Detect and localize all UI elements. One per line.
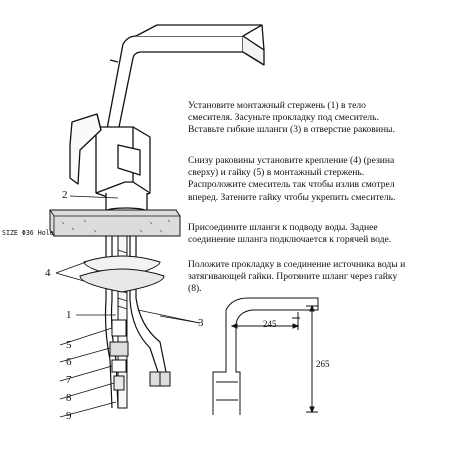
instruction-line: Снизу раковины установите крепление (4) … — [188, 155, 395, 166]
part-number-5: 5 — [66, 339, 72, 351]
dimension-height: 265 — [316, 359, 330, 369]
leader-lines — [55, 195, 201, 418]
part-number-1: 1 — [66, 309, 72, 321]
instruction-step-2: Снизу раковины установите крепление (4) … — [188, 155, 448, 204]
instruction-line: Присоедините шланги к подводу воды. Задн… — [188, 222, 378, 233]
instruction-line: смесителя. Засуньте прокладку под смесит… — [188, 112, 379, 124]
part-number-7: 7 — [66, 374, 72, 386]
instruction-line: затягивающей гайки. Протяните шланг чере… — [188, 271, 398, 283]
instruction-line: (8). — [188, 283, 202, 295]
part-number-8: 8 — [66, 392, 72, 404]
part-number-6: 6 — [66, 356, 72, 368]
instruction-line: сверху) и гайку (5) в монтажный стержень… — [188, 167, 365, 179]
fixing-plate — [79, 255, 165, 293]
faucet-body — [69, 113, 151, 217]
instruction-step-4: Положите прокладку в соединение источник… — [188, 259, 448, 296]
faucet-spout — [106, 24, 265, 133]
hole-size-label: SIZE Φ36 Hole — [2, 229, 54, 237]
dimension-reach: 245 — [263, 319, 277, 329]
fittings-stack — [109, 319, 171, 391]
instruction-line: Установите монтажный стержень (1) в тело — [188, 100, 366, 111]
instruction-line: соединение шланга подключается к горячей… — [188, 234, 392, 246]
instruction-line: Вставьте гибкие шланги (3) в отверстие р… — [188, 124, 395, 136]
part-number-9: 9 — [66, 410, 72, 422]
instruction-line: Распроложите смеситель так чтобы излив с… — [188, 179, 395, 191]
instruction-line: вперед. Затените гайку чтобы укрепить см… — [188, 191, 396, 203]
part-number-3: 3 — [198, 317, 204, 329]
instruction-line: Положите прокладку в соединение источник… — [188, 259, 406, 270]
part-number-4: 4 — [45, 267, 51, 279]
instruction-step-3: Присоедините шланги к подводу воды. Задн… — [188, 222, 448, 246]
dimension-sideview — [212, 297, 319, 415]
sink-countertop — [49, 209, 181, 237]
part-number-2: 2 — [62, 189, 68, 201]
instruction-step-1: Установите монтажный стержень (1) в тело… — [188, 100, 448, 137]
